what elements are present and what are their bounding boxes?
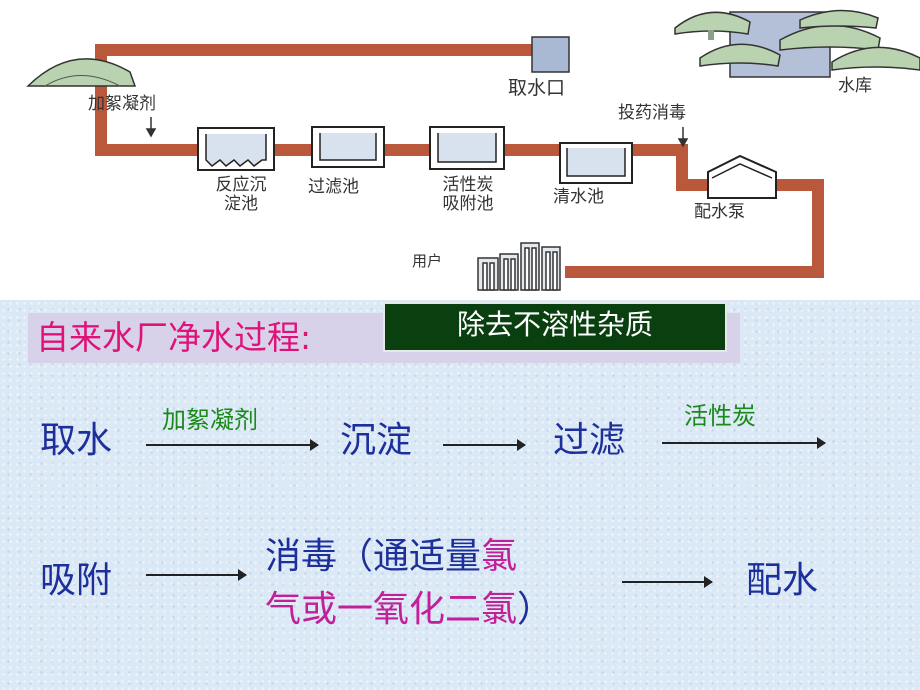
label-carbon-line1: 活性炭: [442, 175, 494, 195]
disinfection-close-paren: ）: [517, 589, 554, 630]
label-reservoir: 水库: [838, 76, 872, 96]
step-distribution: 配水: [746, 560, 819, 601]
reagent-coagulant: 加絮凝剂: [162, 406, 258, 434]
note-text: 除去不溶性杂质: [456, 308, 653, 341]
label-sedimentation-line2: 淀池: [224, 194, 258, 214]
summary-panel: [0, 300, 920, 690]
reagent-carbon: 活性炭: [684, 402, 756, 430]
pipeline-svg: [26, 9, 920, 291]
chlorine-highlight: 氯: [481, 536, 518, 577]
pump-house-icon: [707, 154, 777, 199]
label-intake: 取水口: [508, 77, 566, 99]
label-carbon: 活性炭 吸附池: [422, 176, 514, 214]
arrow-4: [146, 569, 247, 581]
step-disinfection-line2: 气或一氧化二氯）: [265, 590, 553, 630]
step-adsorption: 吸附: [40, 560, 113, 601]
sedimentation-tank-icon: [197, 127, 275, 171]
left-hill-icon: [26, 58, 137, 87]
gas-highlight: 气: [265, 589, 302, 630]
label-filter: 过滤池: [308, 177, 359, 197]
filter-tank-icon: [311, 126, 385, 168]
label-pump: 配水泵: [694, 202, 745, 222]
label-sedimentation-line1: 反应沉: [215, 175, 267, 195]
reservoir-icon: [674, 9, 920, 78]
step-filtration: 过滤: [553, 420, 626, 461]
disinfection-text-a: 消毒（通适量: [265, 536, 482, 577]
user-buildings-icon: [477, 242, 561, 291]
note-box: [383, 302, 727, 352]
label-user: 用户: [412, 252, 443, 270]
label-disinfect: 投药消毒: [618, 103, 686, 123]
label-coagulant: 加絮凝剂: [88, 94, 156, 114]
dichlorine-oxide-highlight: 或一氧化二氯: [301, 589, 518, 630]
label-clear-water: 清水池: [553, 187, 604, 207]
step-disinfection-line1: 消毒（通适量氯: [265, 537, 517, 577]
arrow-2: [443, 439, 526, 451]
label-carbon-line2: 吸附池: [442, 194, 494, 214]
coagulant-arrow-icon: [145, 117, 157, 138]
step-sedimentation: 沉淀: [340, 420, 413, 461]
water-treatment-diagram: 取水口 水库 加絮凝剂 投药消毒 反应沉 淀池 过滤池 活性炭 吸附池 清水池 …: [0, 0, 920, 300]
arrow-1: [146, 439, 319, 451]
carbon-tank-icon: [429, 126, 505, 170]
disinfect-arrow-icon: [677, 127, 689, 148]
clear-water-tank-icon: [559, 142, 633, 184]
summary-title: 自来水厂净水过程:: [36, 318, 312, 357]
label-sedimentation: 反应沉 淀池: [196, 176, 286, 214]
arrow-5: [622, 576, 713, 588]
intake-icon: [531, 36, 570, 73]
step-intake: 取水: [40, 420, 113, 461]
arrow-3: [662, 437, 826, 449]
